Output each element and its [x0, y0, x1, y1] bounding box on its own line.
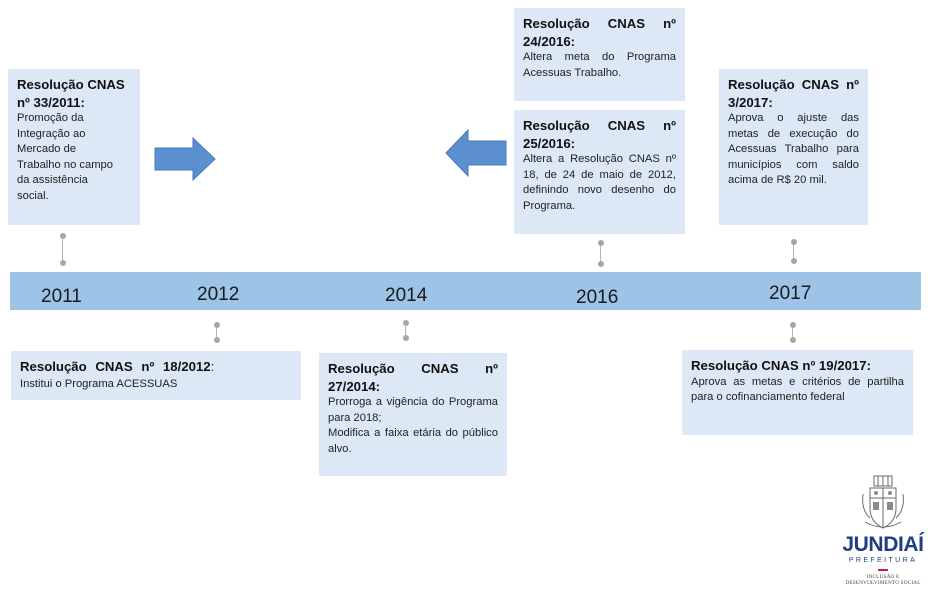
- card-body-line: Mercado de: [17, 143, 77, 156]
- coat-of-arms-icon: [862, 475, 904, 529]
- arrow-left-icon: [445, 128, 507, 178]
- card-title: Resolução CNAS nº 18/2012: [20, 359, 211, 374]
- card-resolucao-19-2017: Resolução CNAS nº 19/2017: Aprova as met…: [682, 350, 913, 435]
- card-body: Aprova o ajuste das metas de execução do…: [728, 112, 859, 187]
- card-body: Institui o Programa ACESSUAS: [20, 377, 178, 390]
- connector-line: [793, 244, 794, 260]
- card-resolucao-18-2012: Resolução CNAS nº 18/2012: Institui o Pr…: [11, 351, 301, 400]
- card-resolucao-24-2016: Resolução CNAS nº 24/2016: Altera meta d…: [514, 8, 685, 101]
- connector-line: [600, 245, 601, 263]
- card-title: Resolução CNAS nº 24/2016:: [523, 16, 676, 49]
- year-label-2017: 2017: [769, 283, 812, 304]
- card-body: Altera meta do Programa Acessuas Trabalh…: [523, 51, 676, 79]
- connector-dot: [214, 337, 220, 343]
- card-body-line: da assistência: [17, 174, 88, 187]
- logo-department-line: INCLUSÃO E: [866, 574, 900, 580]
- logo-accent-bar: [878, 569, 888, 571]
- card-resolucao-27-2014: Resolução CNAS nº 27/2014: Prorroga a vi…: [319, 353, 507, 476]
- card-body-line: Trabalho no campo: [17, 158, 113, 171]
- card-body: Modifica a faixa etária do público alvo.: [328, 427, 498, 455]
- card-title: Resolução CNAS nº 33/2011:: [17, 77, 125, 110]
- year-label-2014: 2014: [385, 285, 428, 306]
- card-title: Resolução CNAS nº 19/2017:: [691, 358, 871, 373]
- year-label-2016: 2016: [576, 287, 619, 308]
- logo-name: JUNDIAÍ: [842, 533, 924, 556]
- jundiai-logo: JUNDIAÍ PREFEITURA INCLUSÃO E DESENVOLVI…: [838, 474, 928, 598]
- card-body: Aprova as metas e critérios de partilha …: [691, 375, 904, 404]
- connector-line: [62, 238, 63, 262]
- connector-line: [405, 325, 406, 337]
- connector-dot: [214, 322, 220, 328]
- card-title-separator: :: [210, 359, 215, 374]
- card-body-line: Promoção da: [17, 112, 84, 124]
- card-resolucao-3-2017: Resolução CNAS nº 3/2017: Aprova o ajust…: [719, 69, 868, 225]
- year-label-2012: 2012: [197, 284, 240, 305]
- connector-dot: [598, 261, 604, 267]
- card-resolucao-25-2016: Resolução CNAS nº 25/2016: Altera a Reso…: [514, 110, 685, 234]
- card-text: Resolução CNAS nº 18/2012:: [20, 358, 292, 377]
- card-body: Altera a Resolução CNAS nº 18, de 24 de …: [523, 153, 676, 212]
- card-title: Resolução CNAS nº 27/2014:: [328, 361, 498, 394]
- card-body-line: social.: [17, 189, 49, 202]
- card-body: Prorroga a vigência do Programa para 201…: [328, 396, 498, 424]
- connector-line: [792, 327, 793, 339]
- logo-department-line: DESENVOLVIMENTO SOCIAL: [845, 580, 921, 587]
- card-body-line: Integração ao: [17, 127, 86, 140]
- card-title: Resolução CNAS nº 3/2017:: [728, 77, 859, 110]
- arrow-right-icon: [154, 136, 216, 182]
- connector-dot: [791, 239, 797, 245]
- connector-dot: [403, 335, 409, 341]
- connector-dot: [403, 320, 409, 326]
- connector-dot: [790, 337, 796, 343]
- logo-subtitle: PREFEITURA: [848, 557, 918, 564]
- card-title: Resolução CNAS nº 25/2016:: [523, 118, 676, 151]
- connector-dot: [791, 258, 797, 264]
- connector-dot: [790, 322, 796, 328]
- timeline-band: [10, 272, 921, 310]
- connector-dot: [60, 260, 66, 266]
- connector-line: [216, 327, 217, 339]
- year-label-2011: 2011: [41, 286, 82, 307]
- connector-dot: [598, 240, 604, 246]
- connector-dot: [60, 233, 66, 239]
- card-resolucao-33-2011: Resolução CNAS nº 33/2011: Promoção da I…: [8, 69, 140, 225]
